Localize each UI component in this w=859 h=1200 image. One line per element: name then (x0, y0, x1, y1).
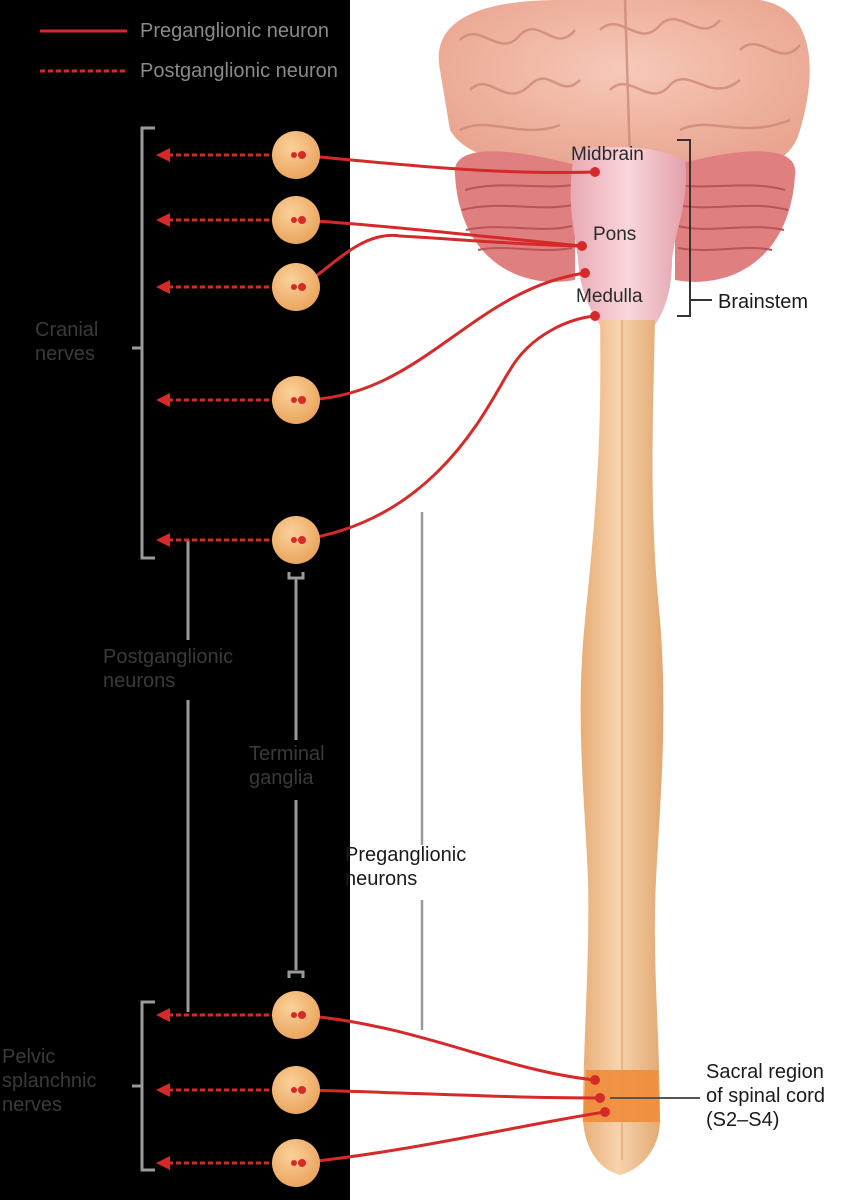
brainstem-shape (570, 147, 687, 325)
synapse-dots (291, 151, 306, 1167)
postganglionic-neurons-line-1: Postganglionic (103, 646, 234, 668)
terminal-ganglia-line-2: ganglia (249, 767, 314, 789)
postganglionic-neurons-line-2: neurons (103, 670, 176, 692)
cranial-nerves-label: Cranial nerves (35, 318, 98, 366)
sacral-line-3: (S2–S4) (706, 1109, 780, 1131)
legend-preganglionic-label: Preganglionic neuron (140, 20, 330, 42)
brainstem-label: Brainstem (718, 291, 809, 313)
pelvic-line-1: Pelvic (2, 1046, 56, 1068)
terminal-ganglia-label: Terminal ganglia (249, 742, 325, 790)
sacral-line-1: Sacral region (706, 1061, 824, 1083)
pelvic-nerves-bracket (132, 1000, 155, 1172)
sacral-line-2: of spinal cord (706, 1085, 825, 1107)
postganglionic-neurons-label: Postganglionic neurons (103, 645, 233, 693)
cranial-nerves-line-2: nerves (35, 343, 96, 365)
pelvic-splanchnic-nerves-label: Pelvic splanchnic nerves (2, 1045, 97, 1117)
terminal-ganglia-bracket (287, 572, 305, 978)
preganglionic-neurons-label: Preganglionic neurons (345, 843, 466, 891)
cranial-nerves-line-1: Cranial (35, 319, 99, 341)
sacral-region-label: Sacral region of spinal cord (S2–S4) (706, 1060, 825, 1132)
preganglionic-neurons-line-1: Preganglionic (345, 844, 467, 866)
medulla-label: Medulla (576, 286, 643, 307)
cranial-nerves-bracket (132, 126, 155, 560)
pons-label: Pons (593, 224, 637, 245)
pelvic-line-3: nerves (2, 1094, 63, 1116)
pelvic-line-2: splanchnic (2, 1070, 97, 1092)
cerebellum (454, 151, 796, 282)
preganglionic-neurons-line-2: neurons (345, 868, 418, 890)
midbrain-label: Midbrain (571, 144, 644, 165)
preganglionic-lines (299, 153, 606, 1165)
terminal-ganglia-line-1: Terminal (249, 743, 325, 765)
brainstem-bracket (677, 139, 712, 317)
cerebrum (438, 0, 810, 174)
legend-postganglionic-label: Postganglionic neuron (140, 60, 338, 82)
origin-dots (577, 167, 610, 1117)
